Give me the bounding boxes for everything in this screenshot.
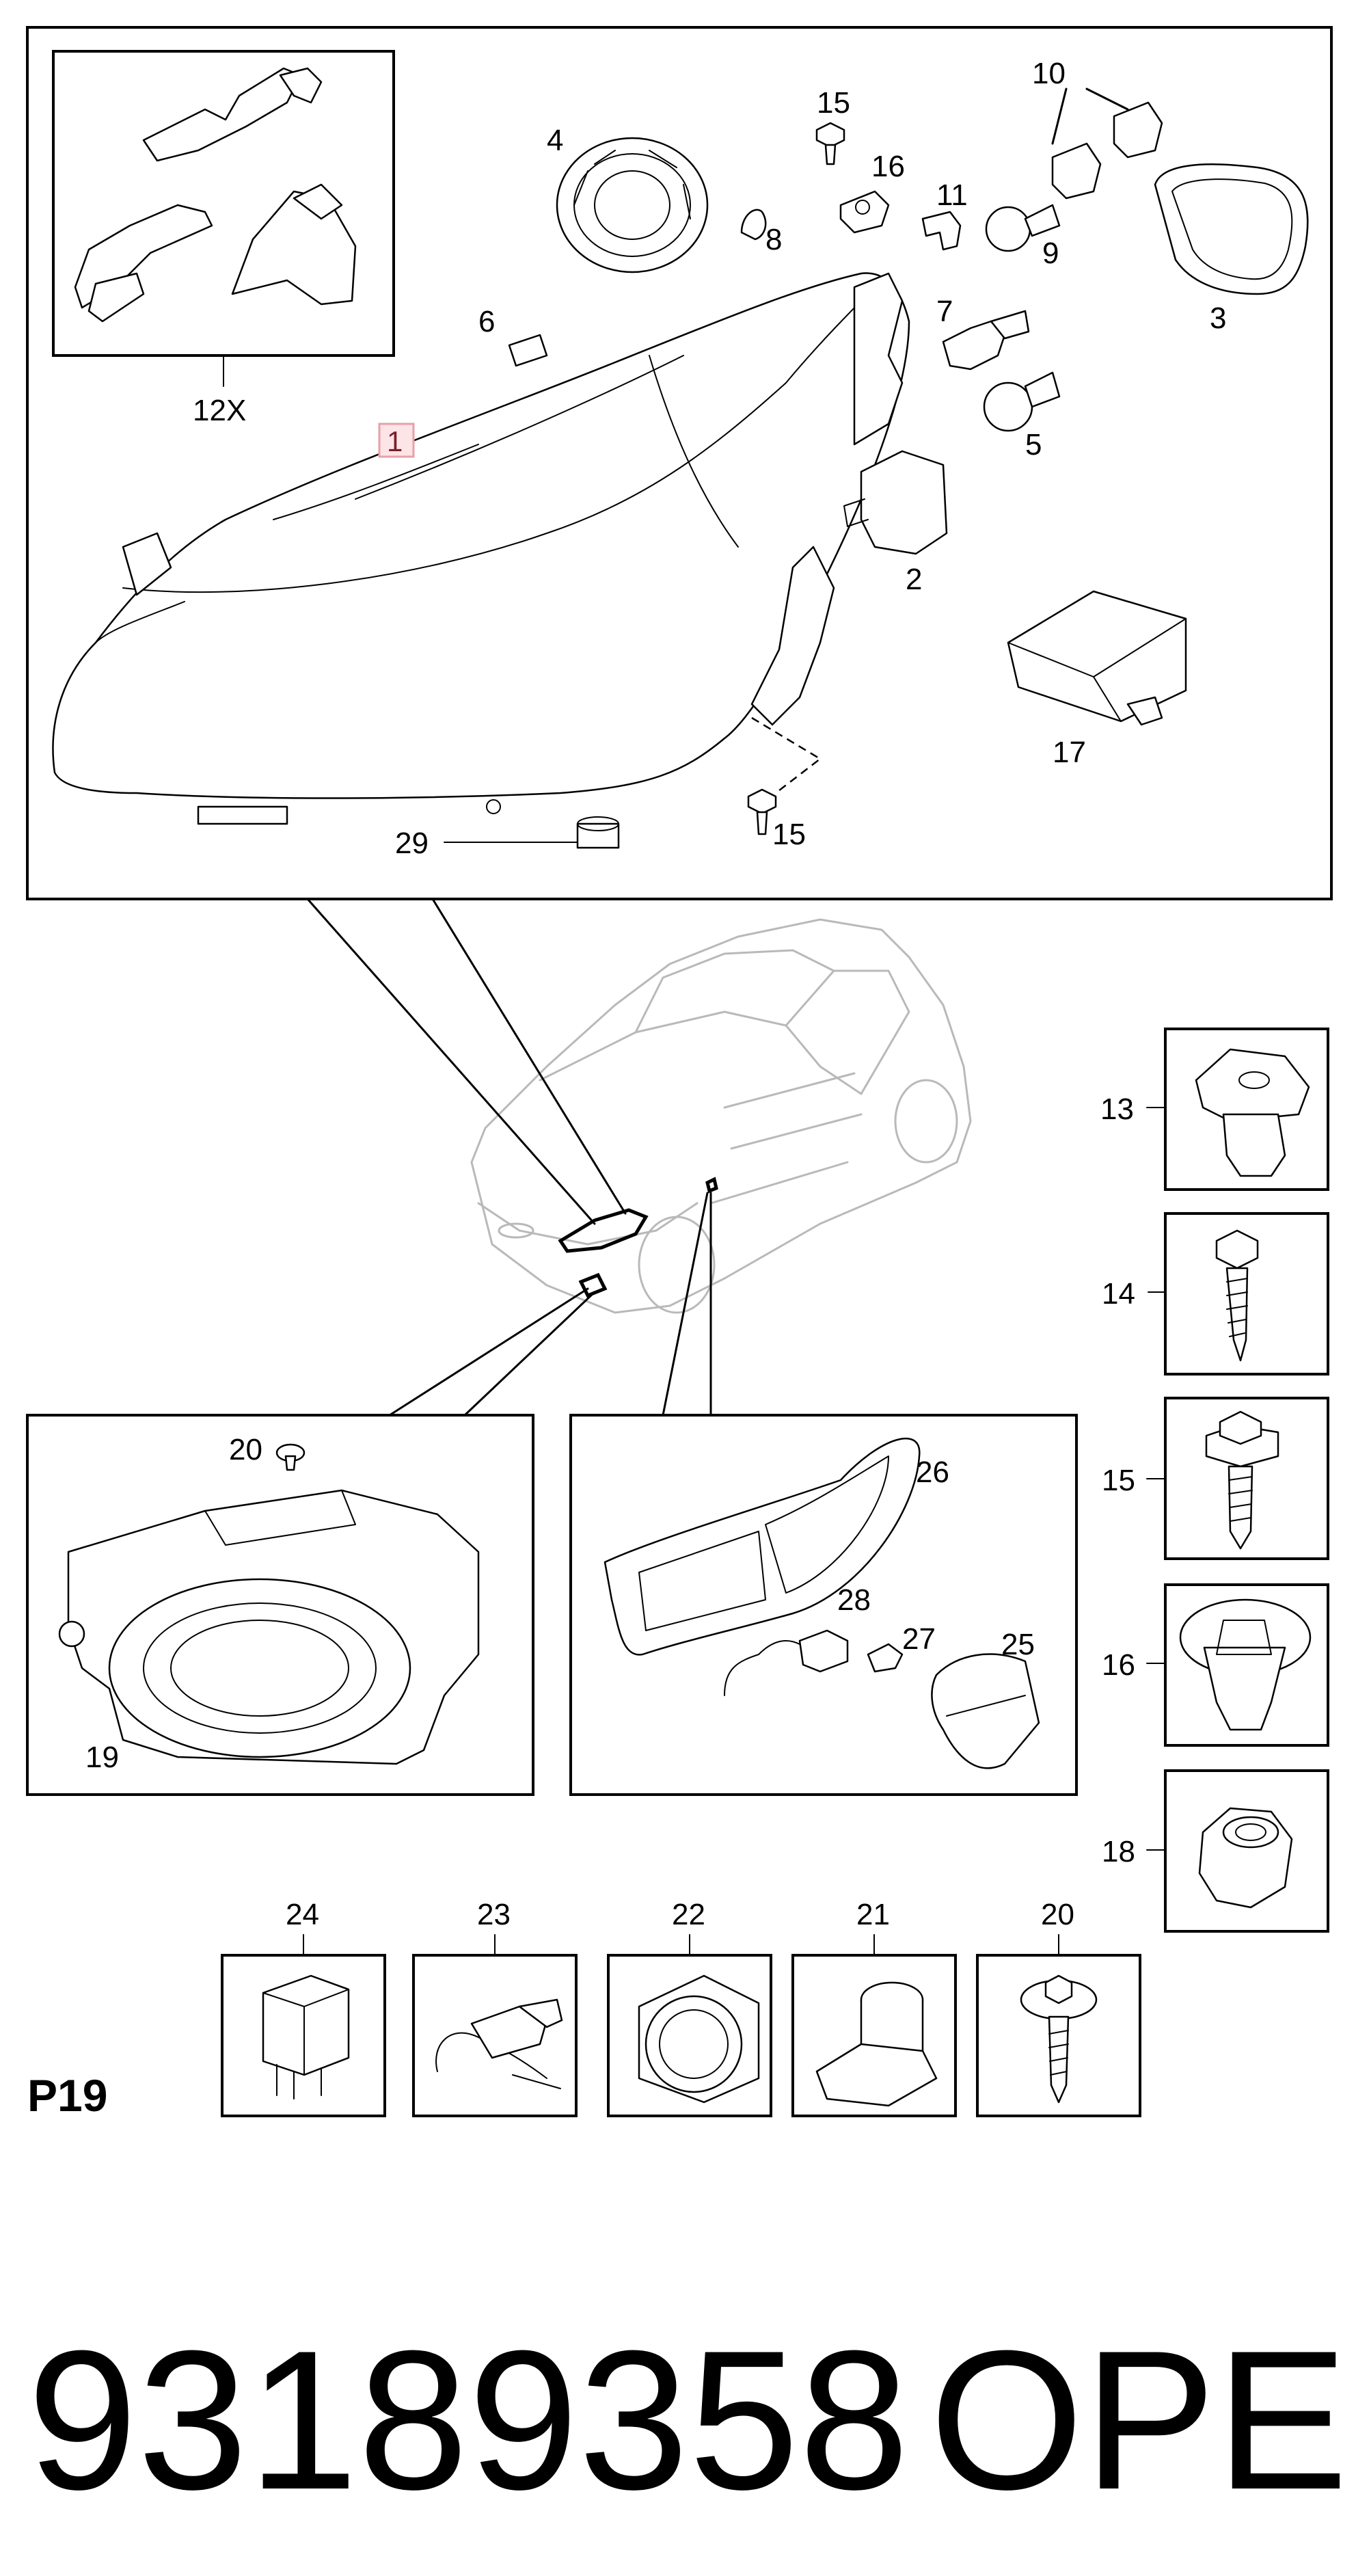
bracket-21: [815, 1981, 938, 2107]
nut-18: [1198, 1807, 1293, 1909]
label-23: 23: [477, 1898, 511, 1931]
fog-lamp-insert-22: [638, 1974, 760, 2104]
side-marker-panel-frame: [569, 1414, 1078, 1796]
label-15-top: 15: [817, 86, 850, 120]
part-18-frame: [1164, 1769, 1329, 1933]
control-module: [1007, 590, 1187, 726]
screw-14: [1215, 1229, 1259, 1362]
label-22: 22: [672, 1898, 705, 1931]
label-3: 3: [1210, 301, 1226, 335]
dust-cap: [556, 137, 709, 273]
bulb-9: [985, 204, 1061, 252]
label-13: 13: [1100, 1092, 1134, 1126]
label-27: 27: [902, 1622, 936, 1656]
foglamp-panel-frame: [26, 1414, 534, 1796]
label-21: 21: [856, 1898, 890, 1931]
part-16-frame: [1164, 1583, 1329, 1747]
part-number: 93189358: [27, 2309, 909, 2531]
label-1-box: [378, 422, 415, 458]
bracket-set-inset: [52, 50, 395, 357]
bulb-27: [867, 1643, 904, 1673]
label-25: 25: [1001, 1628, 1035, 1661]
bulb-small: [740, 209, 767, 241]
label-26: 26: [916, 1455, 949, 1489]
clip-16: [1179, 1598, 1312, 1731]
bulb-socket-28: [724, 1629, 849, 1696]
car-headlamp-highlight: [558, 1208, 649, 1253]
label-4: 4: [547, 124, 563, 157]
page-code: P19: [27, 2070, 107, 2121]
screw-small-top: [815, 122, 845, 165]
screw-20-fog: [275, 1443, 306, 1471]
bulb-5: [983, 371, 1061, 432]
headlamp-housing: [52, 272, 910, 825]
label-8: 8: [765, 223, 782, 256]
fog-lamp: [58, 1489, 480, 1765]
gasket: [1154, 163, 1309, 295]
grommet: [576, 816, 620, 849]
label-20-fog: 20: [229, 1433, 262, 1466]
label-16-side: 16: [1102, 1648, 1135, 1682]
side-marker-bezel: [604, 1438, 921, 1656]
label-1: 1: [387, 425, 403, 457]
relay-24: [262, 1974, 350, 2099]
label-9: 9: [1042, 237, 1059, 270]
label-16-top: 16: [871, 150, 905, 183]
label-29: 29: [395, 827, 429, 860]
label-5: 5: [1025, 428, 1042, 461]
part-13-frame: [1164, 1028, 1329, 1191]
label-20-bottom: 20: [1041, 1898, 1074, 1931]
screw-bottom: [747, 788, 777, 835]
level-motor: [843, 450, 948, 555]
part-14-frame: [1164, 1212, 1329, 1376]
label-15-side: 15: [1102, 1464, 1135, 1497]
label-14: 14: [1102, 1277, 1135, 1311]
label-11: 11: [936, 178, 968, 212]
label-7: 7: [936, 295, 953, 328]
push-rivet-13: [1195, 1048, 1310, 1177]
label-18: 18: [1102, 1835, 1135, 1868]
brand-name: OPEL: [930, 2309, 1356, 2531]
label-12x: 12X: [193, 394, 246, 427]
screw-15: [1205, 1410, 1279, 1550]
bulb-6: [508, 334, 548, 367]
clip-top: [839, 190, 890, 234]
label-28: 28: [837, 1583, 871, 1617]
label-17: 17: [1053, 736, 1086, 769]
label-2: 2: [906, 563, 922, 596]
bulb-socket-angled: [921, 211, 962, 251]
bulb-holder: [1051, 88, 1163, 200]
label-15-mid: 15: [772, 818, 806, 851]
car-outline: [470, 918, 972, 1314]
label-24: 24: [286, 1898, 319, 1931]
wire-harness-23: [435, 1998, 563, 2089]
bulb-h7: [942, 310, 1030, 371]
label-19: 19: [85, 1741, 119, 1774]
screw-20: [1020, 1974, 1098, 2104]
label-6: 6: [478, 305, 495, 338]
car-side-marker-highlight: [705, 1177, 718, 1194]
side-marker-lamp: [931, 1653, 1040, 1769]
headlamp-panel-frame: [26, 26, 1333, 900]
label-10: 10: [1032, 57, 1066, 90]
